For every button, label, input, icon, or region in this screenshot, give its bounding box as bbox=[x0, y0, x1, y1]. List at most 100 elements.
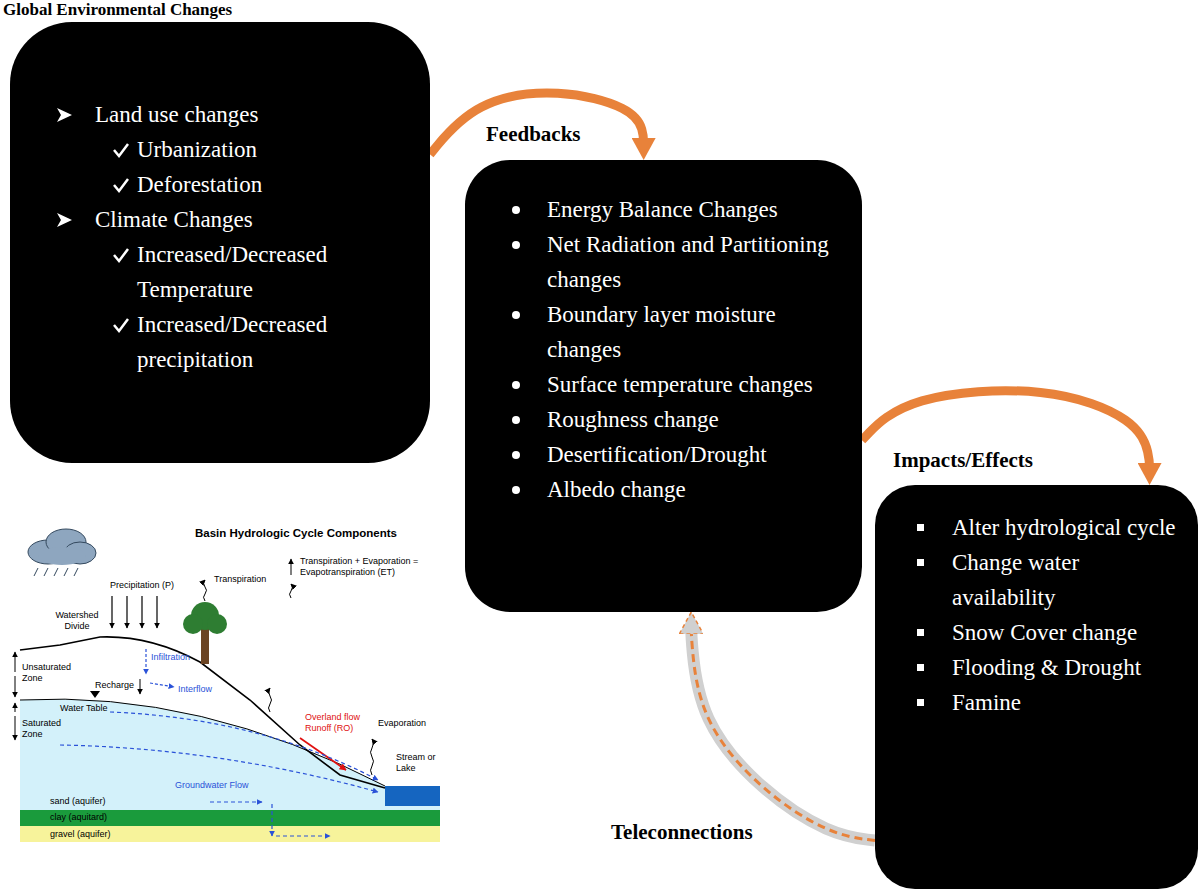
bullet-text: Alter hydrological cycle bbox=[952, 510, 1177, 545]
bullet bbox=[915, 545, 952, 580]
connector-label: Impacts/Effects bbox=[890, 448, 1036, 472]
illustration-label: Stream or Lake bbox=[396, 752, 440, 774]
stream bbox=[385, 786, 440, 806]
list-item: Energy Balance Changes bbox=[510, 192, 862, 227]
bullet bbox=[915, 510, 952, 545]
illustration-label: Interflow bbox=[178, 684, 212, 695]
bullet bbox=[510, 297, 547, 332]
bullet-text: Change water availability bbox=[952, 545, 1177, 615]
bullet-text: Climate Changes bbox=[95, 202, 385, 237]
connector-label: Teleconnections bbox=[608, 820, 756, 844]
list-item: Roughness change bbox=[510, 402, 862, 437]
square-bullet bbox=[915, 694, 933, 712]
check-bullet bbox=[112, 316, 130, 334]
illustration-label: Transpiration bbox=[214, 574, 266, 585]
evaporation-arrow bbox=[269, 688, 272, 712]
water-table-line bbox=[20, 699, 385, 786]
key-wavy-arrow bbox=[290, 584, 293, 598]
overland-flow-arrow bbox=[300, 738, 346, 770]
bullet-text: Net Radiation and Partitioning changes bbox=[547, 227, 837, 297]
infiltration-arrow bbox=[145, 649, 146, 674]
rounded-box: Land use changesUrbanizationDeforestatio… bbox=[10, 22, 430, 463]
list-item: Land use changes bbox=[55, 97, 430, 132]
bullet-text: Boundary layer moisture changes bbox=[547, 297, 837, 367]
arrow-bullet bbox=[55, 211, 73, 229]
square-bullet bbox=[915, 659, 933, 677]
square-bullet bbox=[915, 554, 933, 572]
bullet bbox=[112, 132, 137, 167]
list-item: Net Radiation and Partitioning changes bbox=[510, 227, 862, 297]
list-item: Famine bbox=[915, 685, 1198, 720]
recharge-arrow bbox=[140, 679, 141, 694]
evaporation-arrow bbox=[371, 739, 374, 775]
bullet bbox=[915, 615, 952, 650]
bullet-text: Urbanization bbox=[137, 132, 387, 167]
check-bullet bbox=[112, 141, 130, 159]
groundwater-flow-arrows bbox=[60, 712, 378, 836]
bullet bbox=[915, 650, 952, 685]
list-item: Boundary layer moisture changes bbox=[510, 297, 862, 367]
list-item: Snow Cover change bbox=[915, 615, 1198, 650]
dot-bullet bbox=[510, 481, 528, 499]
bullet bbox=[510, 437, 547, 472]
bullet bbox=[915, 685, 952, 720]
bullet bbox=[55, 202, 95, 237]
diagram-title: Global Environmental Changes bbox=[3, 1, 232, 19]
list-item: Increased/Decreased precipitation bbox=[112, 307, 430, 377]
list-item: Desertification/Drought bbox=[510, 437, 862, 472]
bullet-text: Increased/Decreased Temperature bbox=[137, 237, 387, 307]
illustration-label: gravel (aquifer) bbox=[50, 829, 111, 840]
list-item: Alter hydrological cycle bbox=[915, 510, 1198, 545]
list-item: Surface temperature changes bbox=[510, 367, 862, 402]
illustration-label: Evaporation bbox=[378, 718, 426, 729]
bullet bbox=[510, 367, 547, 402]
bullet-text: Famine bbox=[952, 685, 1177, 720]
illustration-label: Saturated Zone bbox=[22, 718, 77, 740]
bullet-text: Energy Balance Changes bbox=[547, 192, 837, 227]
bullet-text: Flooding & Drought bbox=[952, 650, 1177, 685]
illustration-label: Transpiration + Evaporation = Evapotrans… bbox=[300, 556, 440, 578]
list-item: Change water availability bbox=[915, 545, 1198, 615]
dot-bullet bbox=[510, 411, 528, 429]
bullet bbox=[510, 472, 547, 507]
list-item: Flooding & Drought bbox=[915, 650, 1198, 685]
rounded-box: Energy Balance ChangesNet Radiation and … bbox=[465, 160, 862, 612]
check-bullet bbox=[112, 176, 130, 194]
dot-bullet bbox=[510, 446, 528, 464]
list-item: Deforestation bbox=[112, 167, 430, 202]
water-table-symbol bbox=[90, 691, 100, 698]
bullet-text: Deforestation bbox=[137, 167, 387, 202]
bullet-text: Land use changes bbox=[95, 97, 385, 132]
bullet bbox=[112, 307, 137, 342]
rounded-box: Alter hydrological cycleChange water ava… bbox=[875, 485, 1198, 889]
illustration-label: Unsaturated Zone bbox=[22, 662, 77, 684]
precipitation-arrows bbox=[112, 596, 157, 628]
bullet bbox=[510, 402, 547, 437]
transpiration-arrow bbox=[204, 580, 207, 601]
illustration-label: clay (aquitard) bbox=[50, 812, 107, 823]
bullet bbox=[112, 237, 137, 272]
connector-label: Feedbacks bbox=[483, 122, 584, 146]
bullet bbox=[112, 167, 137, 202]
square-bullet bbox=[915, 519, 933, 537]
bullet-text: Albedo change bbox=[547, 472, 837, 507]
connector-band bbox=[691, 626, 875, 841]
illustration-label: sand (aquifer) bbox=[50, 796, 106, 807]
illustration-label: Groundwater Flow bbox=[175, 780, 249, 791]
illustration-label: Water Table bbox=[60, 703, 108, 714]
dashed-curved-arrow bbox=[691, 626, 875, 841]
key-arrow bbox=[291, 559, 292, 575]
list-item: Climate Changes bbox=[55, 202, 430, 237]
bullet-text: Snow Cover change bbox=[952, 615, 1177, 650]
illustration-label: Overland flow Runoff (RO) bbox=[305, 712, 367, 734]
clay-layer bbox=[20, 810, 440, 826]
illustration-label: Precipitation (P) bbox=[110, 580, 174, 591]
curved-arrow bbox=[862, 391, 1150, 471]
check-bullet bbox=[112, 246, 130, 264]
dot-bullet bbox=[510, 236, 528, 254]
bullet bbox=[510, 192, 547, 227]
curved-arrow bbox=[430, 93, 644, 154]
list-item: Urbanization bbox=[112, 132, 430, 167]
interflow-arrow bbox=[150, 683, 174, 687]
